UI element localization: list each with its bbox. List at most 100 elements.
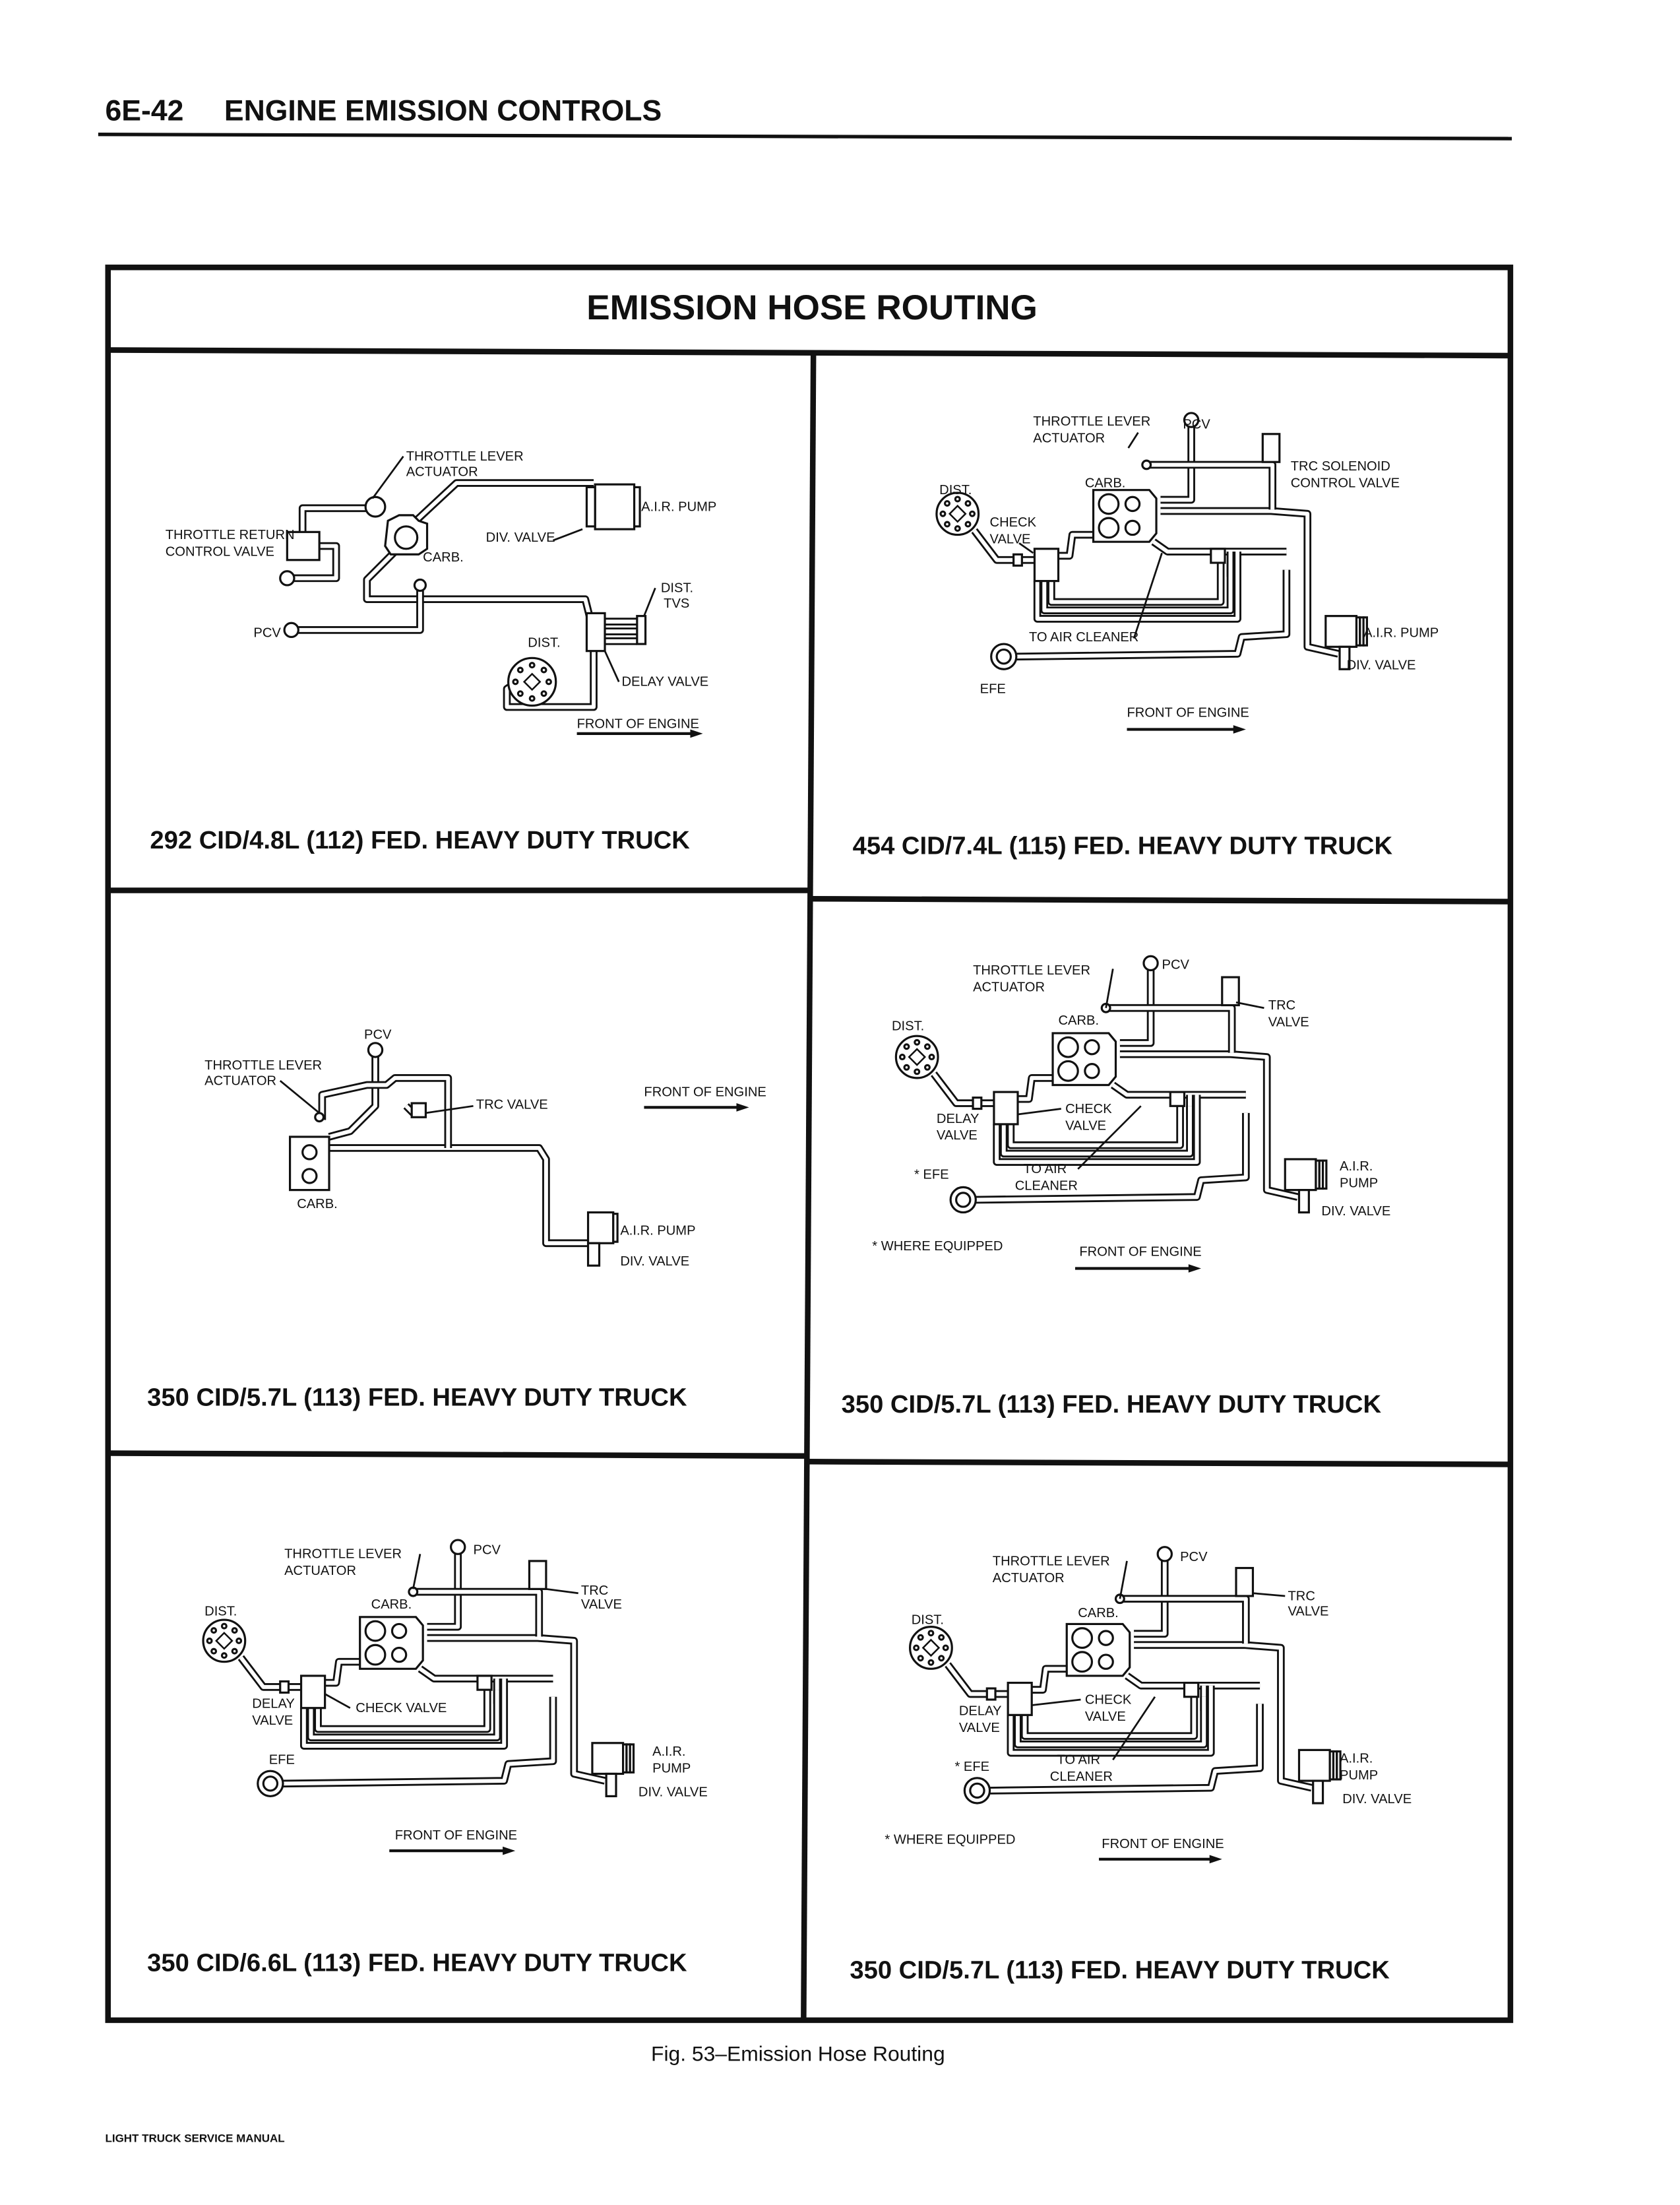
- throttle-lever-actuator-icon: [1141, 459, 1152, 470]
- carb-bore: [1098, 517, 1120, 539]
- hose-inner: [1105, 1006, 1234, 1053]
- diagram-label: ACTUATOR: [993, 1571, 1065, 1585]
- diagram-label: DELAY: [959, 1704, 1002, 1718]
- hose-inner: [1035, 552, 1240, 621]
- diagram-label: PCV: [253, 625, 281, 640]
- air-pump-icon: [1324, 615, 1358, 648]
- diagram-label: A.I.R.: [1340, 1751, 1373, 1766]
- diverter-valve-icon: [1297, 1189, 1310, 1214]
- diagram-350-cid-a: [894, 955, 1328, 1214]
- hose-inner: [320, 1075, 451, 1148]
- trc-valve-icon: [1261, 433, 1281, 463]
- diagram-label: VALVE: [581, 1597, 622, 1612]
- leader-line: [1235, 1001, 1264, 1009]
- distributor-terminal: [540, 666, 547, 674]
- carb-bore: [1098, 493, 1120, 515]
- distributor-terminal: [938, 1634, 945, 1641]
- efe-inner: [955, 1192, 972, 1208]
- diagram-label: CHECK VALVE: [356, 1701, 447, 1715]
- diagram-label: DIV. VALVE: [1321, 1204, 1390, 1219]
- diagram-label: VALVE: [1268, 1015, 1309, 1029]
- dist-tvs-icon: [636, 615, 647, 645]
- hose-inner: [1125, 1674, 1260, 1688]
- distributor-center: [215, 1632, 233, 1650]
- diagram-label: ACTUATOR: [406, 464, 478, 479]
- air-pump-icon: [1297, 1748, 1331, 1782]
- diagram-label: CONTROL VALVE: [166, 544, 274, 559]
- distributor-terminal: [928, 1054, 935, 1061]
- air-pump-icon: [1284, 1158, 1317, 1192]
- diagram-label: CHECK: [1065, 1102, 1112, 1116]
- hose-inner: [282, 1696, 555, 1786]
- carb-bore: [1071, 1627, 1094, 1649]
- diagram-label: DIST.: [939, 483, 972, 497]
- hose-inner: [1022, 1696, 1197, 1739]
- diagram-label: ACTUATOR: [284, 1564, 356, 1578]
- diagram-label: THROTTLE LEVER: [284, 1547, 402, 1562]
- diagram-label: CARB.: [1059, 1013, 1100, 1028]
- diagram-label: DELAY: [937, 1112, 980, 1126]
- distributor-terminal: [210, 1647, 218, 1655]
- leader-line: [1127, 431, 1139, 449]
- check-valve-icon: [993, 1091, 1019, 1126]
- distributor-terminal: [938, 1655, 945, 1662]
- distributor-center: [522, 672, 542, 691]
- diagram-label: DIST.: [528, 635, 560, 650]
- diagram-label: A.I.R. PUMP: [1363, 625, 1439, 640]
- diagram-label: THROTTLE LEVER: [406, 449, 524, 464]
- carb-bore: [1071, 1651, 1094, 1673]
- diagram-label: THROTTLE LEVER: [1033, 414, 1150, 429]
- hose-inner: [414, 481, 594, 523]
- hose-inner: [1042, 563, 1233, 613]
- trc-valve-icon: [410, 1102, 427, 1118]
- pcv-valve-icon: [1156, 1546, 1173, 1562]
- throttle-return-control-valve-icon: [286, 530, 321, 561]
- air-pump-icon: [586, 1211, 615, 1244]
- air-pump-pulley: [612, 1213, 619, 1243]
- diagram-label: FRONT OF ENGINE: [577, 717, 699, 731]
- diagram-label: CLEANER: [1015, 1179, 1078, 1194]
- hose-inner: [329, 1145, 588, 1246]
- diagram-label: TO AIR: [1023, 1162, 1067, 1176]
- diagram-label: TO AIR: [1057, 1753, 1100, 1768]
- fitting-icon: [476, 1675, 493, 1691]
- panel-caption: 350 CID/5.7L (113) FED. HEAVY DUTY TRUCK: [147, 1383, 687, 1411]
- diagram-label: DIST.: [892, 1019, 924, 1034]
- hose-inner: [1160, 427, 1194, 502]
- air-pump-icon: [594, 483, 636, 530]
- diagram-label: TRC: [1268, 998, 1295, 1013]
- hose-inner: [316, 1690, 489, 1731]
- diverter-valve-icon: [605, 1772, 617, 1797]
- distributor-terminal: [927, 1630, 935, 1637]
- pcv-valve-icon: [1142, 955, 1159, 972]
- diagram-label: DIST.: [204, 1605, 237, 1619]
- hose-inner: [427, 1554, 460, 1629]
- diagram-label: DIV. VALVE: [620, 1254, 689, 1269]
- air-pump-pulley: [633, 486, 641, 528]
- diagram-label: CHECK: [990, 515, 1037, 530]
- figure-frame: [105, 265, 1514, 2024]
- diagram-label: VALVE: [937, 1128, 978, 1143]
- distributor-terminal: [954, 495, 961, 503]
- arrow-head-icon: [1209, 1855, 1222, 1864]
- arrow-head-icon: [736, 1103, 749, 1112]
- leader-line: [1077, 1105, 1142, 1170]
- leader-line: [279, 1080, 321, 1114]
- vacuum-port-icon: [279, 570, 296, 587]
- hose-inner: [1134, 1643, 1313, 1790]
- check-valve-icon: [299, 1675, 327, 1710]
- carb-bore: [1124, 519, 1141, 536]
- leader-line: [604, 651, 620, 682]
- hose-inner: [995, 1095, 1199, 1165]
- carb-bore: [1057, 1036, 1079, 1058]
- hose-inner: [419, 1667, 553, 1681]
- efe-inner: [969, 1782, 985, 1799]
- carb-bore: [1098, 1630, 1114, 1646]
- diagram-label: CARB.: [1078, 1606, 1119, 1620]
- diagram-350-cid-6-6l: [202, 1539, 635, 1797]
- diagram-label: THROTTLE LEVER: [204, 1058, 322, 1073]
- distributor-terminal: [954, 525, 961, 532]
- arrow-head-icon: [1233, 725, 1246, 734]
